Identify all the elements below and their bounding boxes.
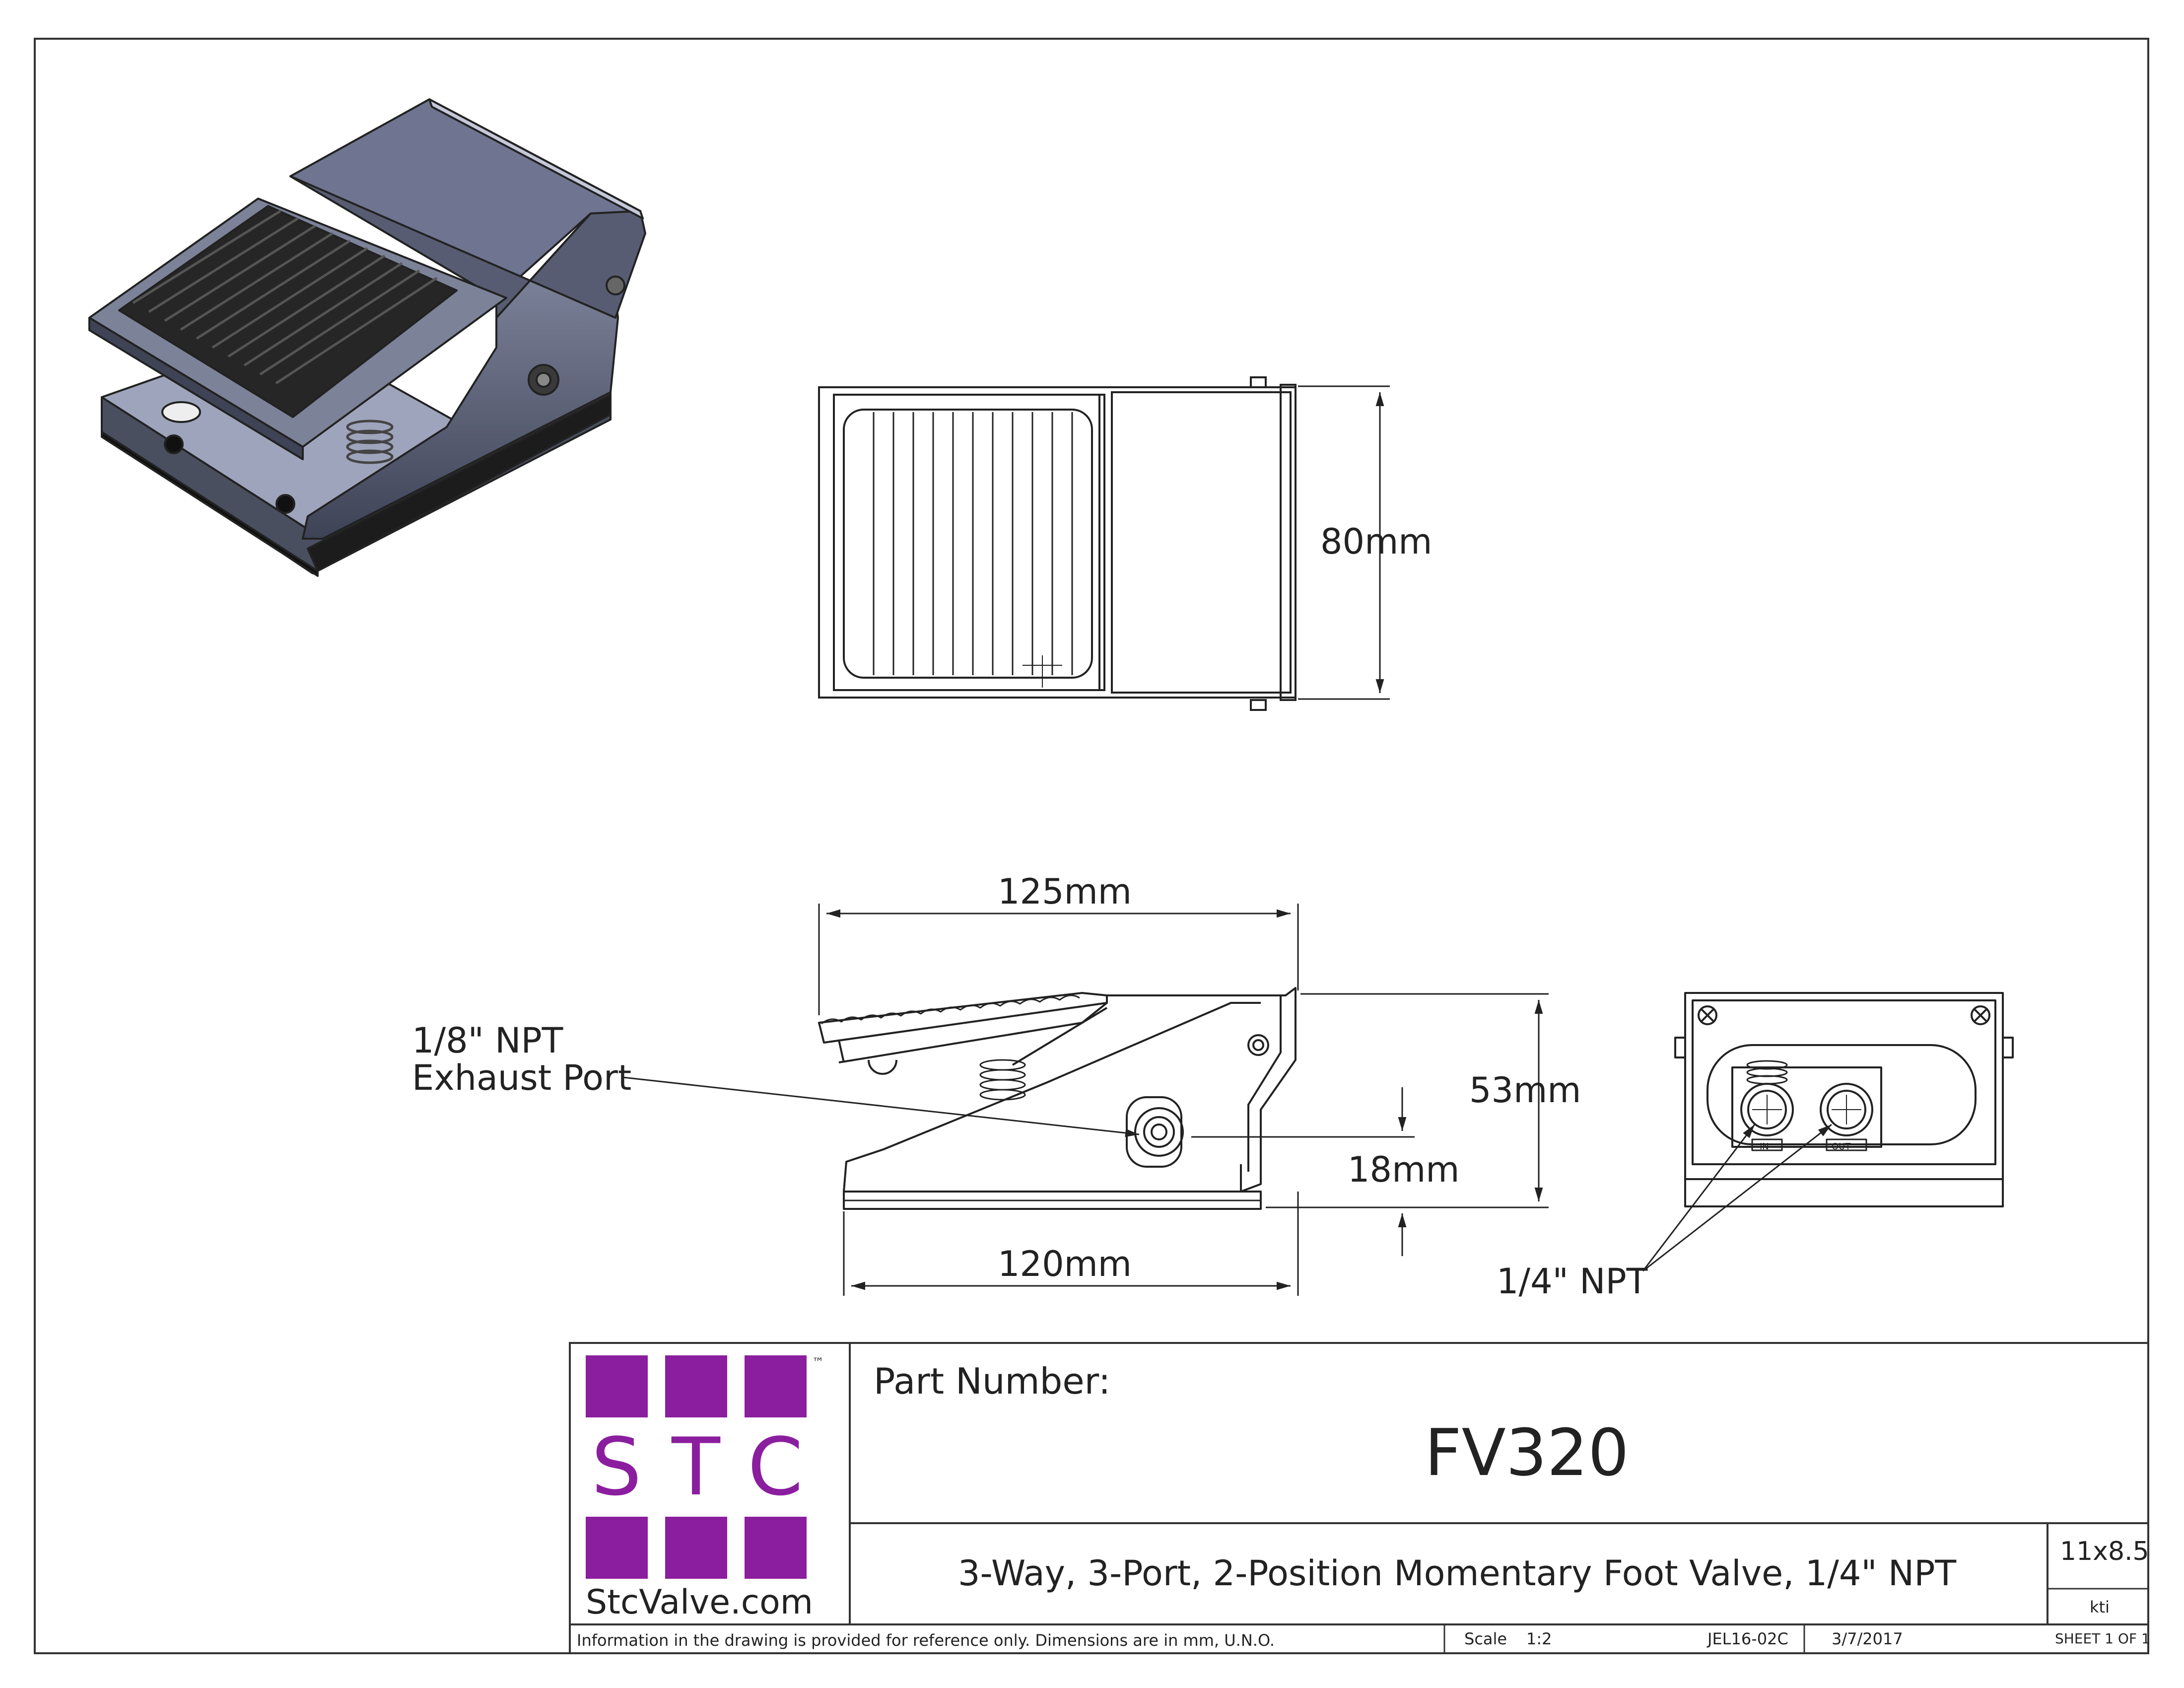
logo-square [745,1355,807,1417]
side-dims [622,904,1549,1296]
end-out-port [1820,1083,1873,1136]
logo-letter-s: S [591,1420,642,1513]
top-pad-ridges [873,412,1073,675]
part-number-label: Part Number: [874,1360,1111,1402]
isometric-view [88,98,646,577]
logo-square [586,1517,648,1579]
dim-125mm-label: 125mm [998,871,1132,912]
drawing-date: 3/7/2017 [1832,1629,1903,1648]
iso-pad-ridges [132,210,438,385]
dim-18mm-label: 18mm [1348,1149,1459,1190]
logo-square [745,1517,807,1579]
scale-label: Scale [1464,1629,1507,1648]
end-port-label: 1/4" NPT [1497,1261,1648,1302]
exhaust-label-line1: 1/8" NPT [412,1020,563,1061]
logo-square [586,1355,648,1417]
logo-website: StcValve.com [586,1583,813,1622]
title-block [569,1342,2149,1654]
logo-square [665,1355,727,1417]
part-number: FV320 [1425,1415,1629,1490]
side-view [818,987,1297,1210]
stc-logo: S T C ™ StcValve.com [586,1355,824,1622]
sheet-number: SHEET 1 OF 1 [2055,1630,2150,1647]
iso-spring [346,420,394,464]
dim-80mm-label: 80mm [1320,521,1432,562]
sheet-size: 11x8.5 [2060,1537,2149,1566]
end-in-tag: IN [1760,1141,1769,1152]
logo-letter-c: C [748,1420,803,1513]
exhaust-label-line2: Exhaust Port [412,1057,631,1098]
end-view [1674,992,2014,1207]
top-view [818,376,1297,711]
dim-120mm-label: 120mm [998,1244,1132,1284]
disclaimer: Information in the drawing is provided f… [577,1631,1275,1650]
side-spring [979,1059,1026,1101]
scale-value: 1:2 [1526,1629,1552,1648]
dim-53mm-label: 53mm [1469,1070,1581,1111]
end-out-tag: OUT [1832,1141,1851,1152]
end-dims [1642,1124,1832,1272]
logo-trademark: ™ [812,1355,824,1369]
part-description: 3-Way, 3-Port, 2-Position Momentary Foot… [958,1553,1957,1594]
logo-square [665,1517,727,1579]
logo-letter-t: T [671,1420,721,1513]
drawing-number: JEL16-02C [1707,1629,1788,1648]
drawn-by: kti [2090,1598,2110,1617]
dim-80mm [1298,385,1390,700]
